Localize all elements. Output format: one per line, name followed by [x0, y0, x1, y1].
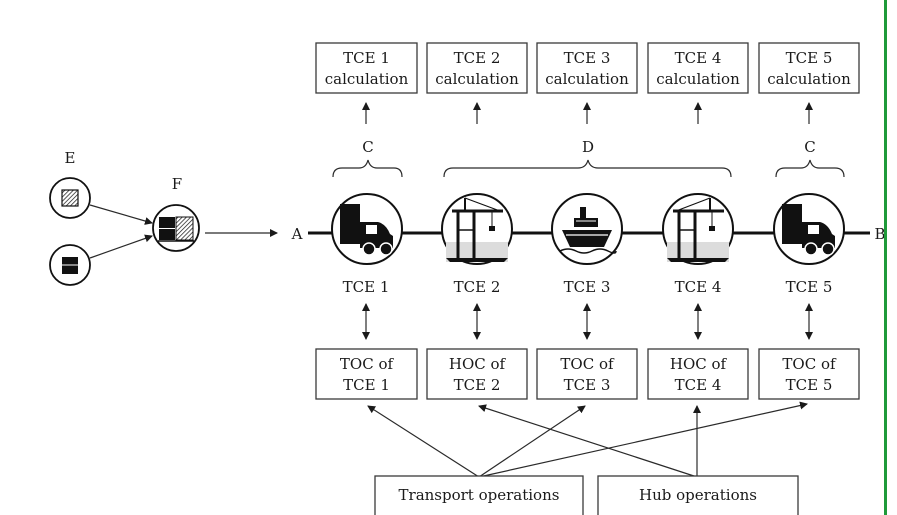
f-node-consolidated [152, 204, 200, 252]
bottom-box-1-line1: TOC of [340, 355, 395, 373]
top-box-2-line1: TCE 2 [454, 49, 501, 67]
bottom-box-5-line2: TCE 5 [786, 376, 833, 394]
hub-operations-label: Hub operations [639, 486, 757, 504]
truck-icon [340, 204, 393, 256]
port-crane-icon [446, 197, 508, 262]
node-tce-1 [331, 193, 403, 265]
top-box-3-line1: TCE 3 [564, 49, 611, 67]
arrow-e2-to-f [89, 234, 153, 259]
top-box-3: TCE 3 calculation [536, 42, 638, 94]
arrow-transport-to-box-5 [478, 401, 808, 478]
bracket-d: D [443, 138, 732, 178]
truck-icon [782, 204, 835, 256]
top-box-2-line2: calculation [435, 70, 519, 88]
top-box-5: TCE 5 calculation [758, 42, 860, 94]
arrow-e1-to-f [89, 204, 153, 225]
ship-icon [559, 207, 617, 254]
node-label-4: TCE 4 [675, 278, 722, 296]
bracket-c-left: C [332, 138, 403, 178]
node-tce-4 [662, 193, 734, 265]
bottom-box-2: HOC of TCE 2 [426, 348, 528, 400]
consolidated-load-icon [158, 216, 194, 242]
page-edge-accent [884, 0, 887, 515]
hub-operations-box: Hub operations [597, 475, 799, 515]
top-box-5-line1: TCE 5 [786, 49, 833, 67]
e-node-solid [49, 244, 91, 286]
top-box-1: TCE 1 calculation [315, 42, 418, 94]
bracket-label-c-right: C [804, 138, 815, 156]
transport-operations-label: Transport operations [399, 486, 560, 504]
node-tce-3 [551, 193, 623, 265]
top-box-1-line2: calculation [325, 70, 409, 88]
label-e: E [65, 149, 76, 167]
node-label-3: TCE 3 [564, 278, 611, 296]
node-tce-2 [441, 193, 513, 265]
bottom-box-3-line1: TOC of [560, 355, 615, 373]
node-label-1: TCE 1 [343, 278, 390, 296]
top-box-3-line2: calculation [545, 70, 629, 88]
top-box-1-line1: TCE 1 [343, 49, 390, 67]
transport-operations-box: Transport operations [374, 475, 584, 515]
arrow-hub-to-box-2 [478, 404, 698, 478]
label-a: A [291, 225, 303, 243]
e-node-hatched [49, 177, 91, 219]
bottom-box-1-line2: TCE 1 [343, 376, 390, 394]
bottom-box-5-line1: TOC of [782, 355, 837, 373]
arrow-transport-to-box-3 [478, 405, 586, 478]
node-label-5: TCE 5 [786, 278, 833, 296]
bottom-box-4-line1: HOC of [670, 355, 728, 373]
bracket-label-d: D [582, 138, 594, 156]
bottom-box-3: TOC of TCE 3 [536, 348, 638, 400]
bottom-box-4-line2: TCE 4 [675, 376, 722, 394]
arrow-transport-to-box-1 [367, 405, 480, 478]
bracket-c-right: C [775, 138, 845, 178]
bottom-box-2-line2: TCE 2 [454, 376, 501, 394]
port-crane-icon [667, 197, 729, 262]
bottom-box-3-line2: TCE 3 [564, 376, 611, 394]
bottom-box-2-line1: HOC of [449, 355, 507, 373]
top-box-4-line1: TCE 4 [675, 49, 722, 67]
label-b: B [874, 225, 885, 243]
bracket-label-c-left: C [362, 138, 373, 156]
bottom-box-5: TOC of TCE 5 [758, 348, 860, 400]
node-tce-5 [773, 193, 845, 265]
top-box-5-line2: calculation [767, 70, 851, 88]
label-f: F [172, 175, 182, 193]
bottom-box-1: TOC of TCE 1 [315, 348, 418, 400]
top-box-4-line2: calculation [656, 70, 740, 88]
top-box-4: TCE 4 calculation [647, 42, 749, 94]
hatched-box-icon [61, 189, 79, 207]
bottom-box-4: HOC of TCE 4 [647, 348, 749, 400]
node-label-2: TCE 2 [454, 278, 501, 296]
top-box-2: TCE 2 calculation [426, 42, 528, 94]
